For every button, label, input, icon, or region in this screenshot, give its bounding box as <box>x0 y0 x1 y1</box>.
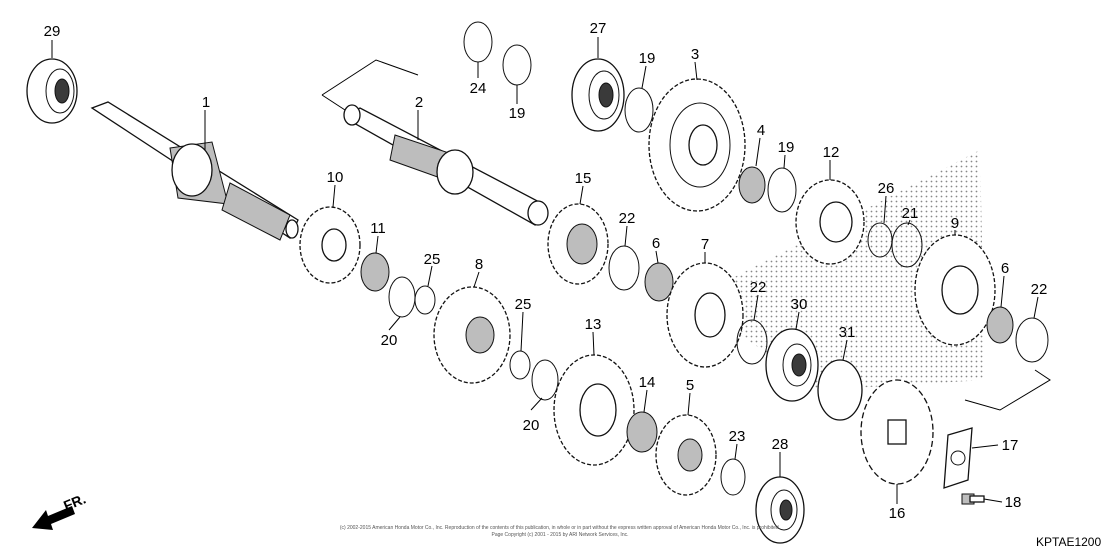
callout-label: 31 <box>839 324 856 341</box>
leader-lines <box>51 37 1039 504</box>
washer-part <box>767 167 797 213</box>
gear-part <box>547 203 609 285</box>
shading-area <box>690 150 985 390</box>
callout-label: 28 <box>772 436 789 453</box>
gear-part <box>795 179 865 265</box>
gear-part <box>648 78 746 212</box>
washer-part <box>624 87 654 133</box>
front-arrow-icon <box>32 506 75 530</box>
bushing-part <box>360 252 390 292</box>
callout-label: 20 <box>381 332 398 349</box>
gear-part <box>914 234 996 346</box>
washer-part <box>736 319 768 365</box>
washer-part <box>1015 317 1049 363</box>
callout-label: 19 <box>639 50 656 67</box>
gear-part <box>666 262 744 368</box>
callout-label: 29 <box>44 23 61 40</box>
copyright-line: Page Copyright (c) 2001 - 2015 by ARI Ne… <box>491 532 628 538</box>
front-label: FR. <box>61 490 88 513</box>
callout-label: 12 <box>823 144 840 161</box>
callout-label: 20 <box>523 417 540 434</box>
callout-label: 17 <box>1002 437 1019 454</box>
bearing-part <box>26 58 78 124</box>
bolt-part <box>961 493 985 505</box>
callout-label: 7 <box>701 236 709 253</box>
callout-label: 15 <box>575 170 592 187</box>
washer-part <box>720 458 746 496</box>
callout-label: 13 <box>585 316 602 333</box>
bearing-part <box>765 328 819 402</box>
callout-label: 21 <box>902 205 919 222</box>
washer-part <box>388 276 416 318</box>
shaft-bracket-line <box>321 59 419 96</box>
snap-ring-part <box>414 285 436 315</box>
countershaft-bracket-line <box>964 369 1051 411</box>
callout-label: 19 <box>778 139 795 156</box>
mainshaft-part <box>90 101 299 241</box>
bushing-part <box>644 262 674 302</box>
gear-part <box>655 414 717 496</box>
gear-part <box>553 354 635 466</box>
callout-label: 11 <box>370 220 386 237</box>
callout-label: 30 <box>791 296 808 313</box>
callout-label: 25 <box>515 296 532 313</box>
callout-label: 27 <box>590 20 607 37</box>
callout-label: 22 <box>750 279 767 296</box>
callout-label: 8 <box>475 256 483 273</box>
callout-label: 24 <box>470 80 487 97</box>
callout-label: 22 <box>1031 281 1048 298</box>
fixing-plate-part <box>943 427 973 489</box>
callout-label: 18 <box>1005 494 1022 511</box>
washer-part <box>531 359 559 401</box>
diagram-code: KPTAE1200 <box>1036 535 1101 549</box>
bearing-part <box>571 58 625 132</box>
callout-label: 10 <box>327 169 344 186</box>
callout-label: 1 <box>202 94 210 111</box>
sprocket-part <box>860 379 934 485</box>
callout-label: 19 <box>509 105 526 122</box>
snap-ring-part <box>463 21 493 63</box>
shaft-bracket-line <box>321 94 346 111</box>
callout-label: 3 <box>691 46 699 63</box>
callout-label: 26 <box>878 180 895 197</box>
bushing-part <box>986 306 1014 344</box>
gear-part <box>299 206 361 284</box>
callout-label: 22 <box>619 210 636 227</box>
callout-labels: 29 1 2 24 19 27 19 3 4 19 12 10 11 15 22… <box>44 20 1048 522</box>
callout-label: 9 <box>951 215 959 232</box>
oil-seal-part <box>817 359 863 421</box>
washer-part <box>891 222 923 268</box>
snap-ring-part <box>509 350 531 380</box>
washer-part <box>502 44 532 86</box>
callout-label: 16 <box>889 505 906 522</box>
bearing-part <box>755 476 805 544</box>
countershaft-part <box>343 104 549 226</box>
callout-label: 5 <box>686 377 694 394</box>
callout-label: 6 <box>1001 260 1009 277</box>
callout-label: 14 <box>639 374 656 391</box>
callout-label: 25 <box>424 251 441 268</box>
bushing-part <box>626 411 658 453</box>
callout-label: 6 <box>652 235 660 252</box>
callout-label: 4 <box>757 122 765 139</box>
bushing-part <box>738 166 766 204</box>
callout-label: 23 <box>729 428 746 445</box>
washer-part <box>608 245 640 291</box>
copyright-line: (c) 2002-2015 American Honda Motor Co., … <box>340 525 780 531</box>
callout-label: 2 <box>415 94 423 111</box>
gear-part <box>433 286 511 384</box>
